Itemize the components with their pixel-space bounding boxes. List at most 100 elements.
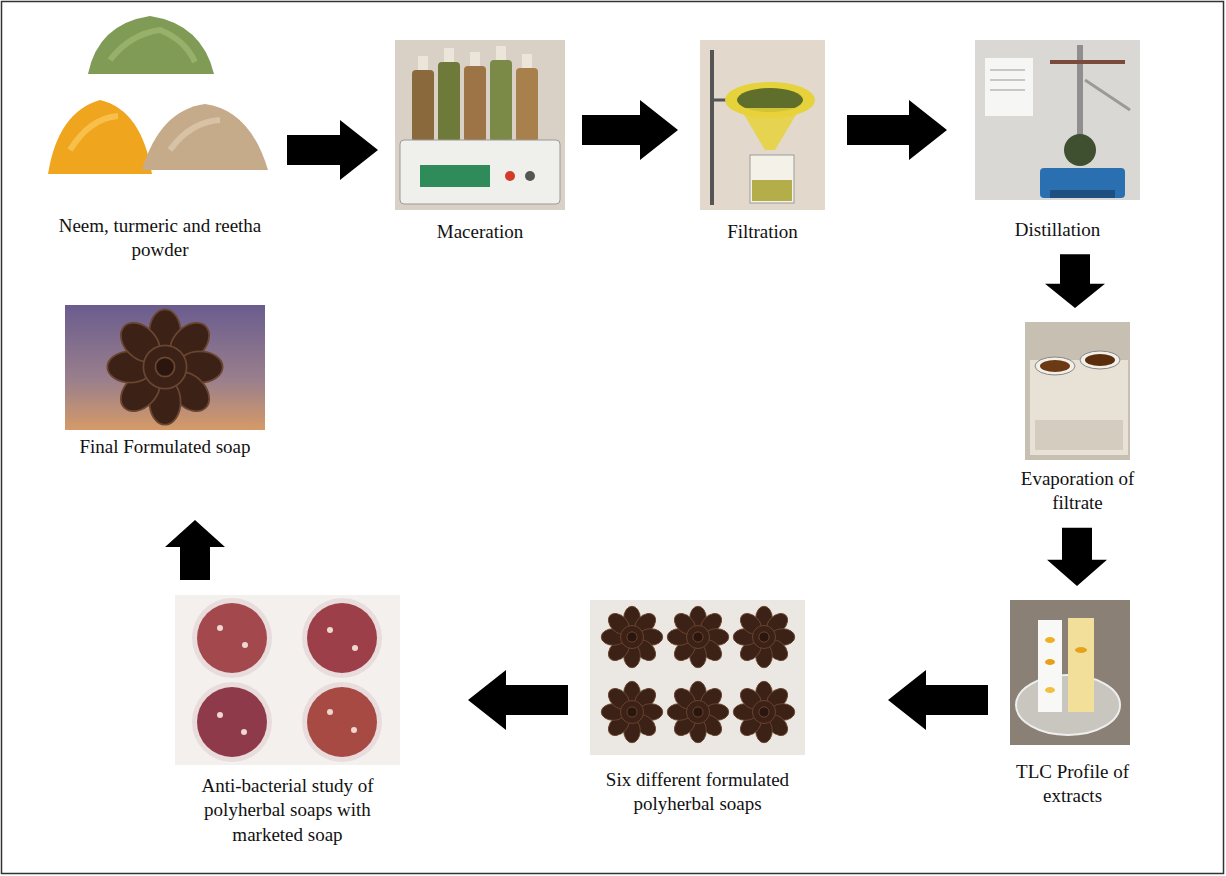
illustration-part — [1035, 420, 1123, 450]
block-arrow — [287, 120, 378, 180]
illustration-part — [352, 645, 358, 651]
illustration-part — [88, 16, 214, 74]
illustration-part — [667, 606, 728, 667]
illustration-part — [990, 70, 1025, 71]
illustration-part — [307, 603, 377, 673]
illustration-part — [990, 80, 1025, 81]
step-caption: Neem, turmeric and reetha powder — [45, 212, 275, 263]
illustration-part — [1045, 659, 1055, 665]
step-caption: Distillation — [965, 216, 1150, 242]
illustration-part — [420, 165, 490, 187]
illustration-part — [70, 116, 118, 150]
illustration-part — [197, 603, 267, 673]
block-arrow — [847, 100, 947, 160]
illustration-part — [710, 50, 714, 205]
illustration-part — [444, 48, 454, 62]
illustration-part — [48, 100, 152, 174]
process-step: Anti-bacterial study of polyherbal soaps… — [180, 592, 395, 847]
illustration-part — [1040, 168, 1125, 198]
block-arrow — [165, 520, 225, 580]
illustration-part — [1050, 190, 1115, 198]
illustration-part — [1045, 687, 1055, 693]
illustration-part — [505, 171, 515, 181]
petri-photo — [175, 595, 400, 765]
illustration-part — [740, 108, 800, 150]
evaporation-photo — [1025, 322, 1130, 460]
illustration-part — [327, 627, 333, 633]
illustration-part — [302, 682, 382, 762]
tlc-photo — [1010, 600, 1130, 745]
illustration-part — [752, 180, 792, 201]
illustration-part — [1080, 351, 1120, 369]
illustration-part — [516, 68, 538, 142]
illustration-part — [667, 681, 728, 742]
illustration-part — [525, 171, 535, 181]
illustration-part — [1064, 134, 1096, 166]
illustration-part — [733, 606, 794, 667]
final-soap-photo — [65, 305, 265, 430]
illustration-part — [418, 56, 428, 70]
illustration-part — [1075, 647, 1087, 653]
illustration-part — [217, 625, 223, 631]
illustration-part — [490, 60, 512, 142]
process-step: Distillation — [965, 40, 1150, 242]
block-arrow — [1045, 254, 1105, 308]
illustration-part — [197, 687, 267, 757]
illustration-part — [1085, 80, 1130, 110]
illustration-part — [175, 595, 400, 765]
illustration-part — [1085, 354, 1115, 366]
illustration-part — [1068, 618, 1094, 712]
process-step: Final Formulated soap — [60, 303, 270, 459]
illustration-part — [1077, 45, 1083, 140]
illustration-part — [975, 40, 1140, 200]
illustration-part — [733, 681, 794, 742]
step-caption: Filtration — [690, 218, 835, 244]
illustration-part — [750, 155, 794, 203]
illustration-part — [985, 58, 1033, 116]
illustration-part — [700, 40, 825, 210]
illustration-part — [990, 90, 1025, 91]
maceration-photo — [395, 40, 565, 210]
illustration-part — [590, 600, 805, 755]
illustration-part — [302, 598, 382, 678]
illustration-part — [1010, 600, 1130, 745]
illustration-part — [110, 30, 195, 62]
illustration-part — [241, 729, 247, 735]
distillation-photo — [975, 40, 1140, 200]
illustration-part — [327, 709, 333, 715]
illustration-part — [400, 140, 560, 204]
illustration-part — [496, 46, 506, 60]
process-step: TLC Profile of extracts — [1000, 598, 1145, 809]
process-step: Maceration — [390, 40, 570, 244]
illustration-part — [1045, 637, 1055, 643]
illustration-part — [1040, 360, 1070, 372]
block-arrow — [582, 100, 678, 160]
illustration-part — [242, 642, 248, 648]
illustration-part — [217, 712, 223, 718]
illustration-part — [192, 598, 272, 678]
block-arrow — [468, 670, 568, 730]
process-step: Neem, turmeric and reetha powder — [45, 12, 275, 263]
process-step: Evaporation of filtrate — [1010, 320, 1145, 516]
step-caption: Maceration — [390, 218, 570, 244]
illustration-part — [142, 104, 268, 170]
powder-photo — [48, 16, 268, 174]
illustration-part — [395, 40, 565, 210]
illustration-part — [107, 309, 222, 424]
step-caption: Final Formulated soap — [60, 433, 270, 459]
illustration-part — [438, 62, 460, 142]
illustration-part — [470, 52, 480, 66]
illustration-part — [170, 120, 220, 150]
step-caption: Six different formulated polyherbal soap… — [580, 766, 815, 817]
block-arrow — [1047, 528, 1107, 586]
illustration-part — [351, 727, 357, 733]
illustration-part — [1038, 620, 1062, 712]
illustration-part — [65, 305, 265, 430]
process-step: Filtration — [690, 40, 835, 244]
illustration-part — [1050, 60, 1125, 64]
block-arrow — [888, 670, 988, 730]
illustration-part — [1025, 322, 1130, 460]
illustration-part — [601, 681, 662, 742]
